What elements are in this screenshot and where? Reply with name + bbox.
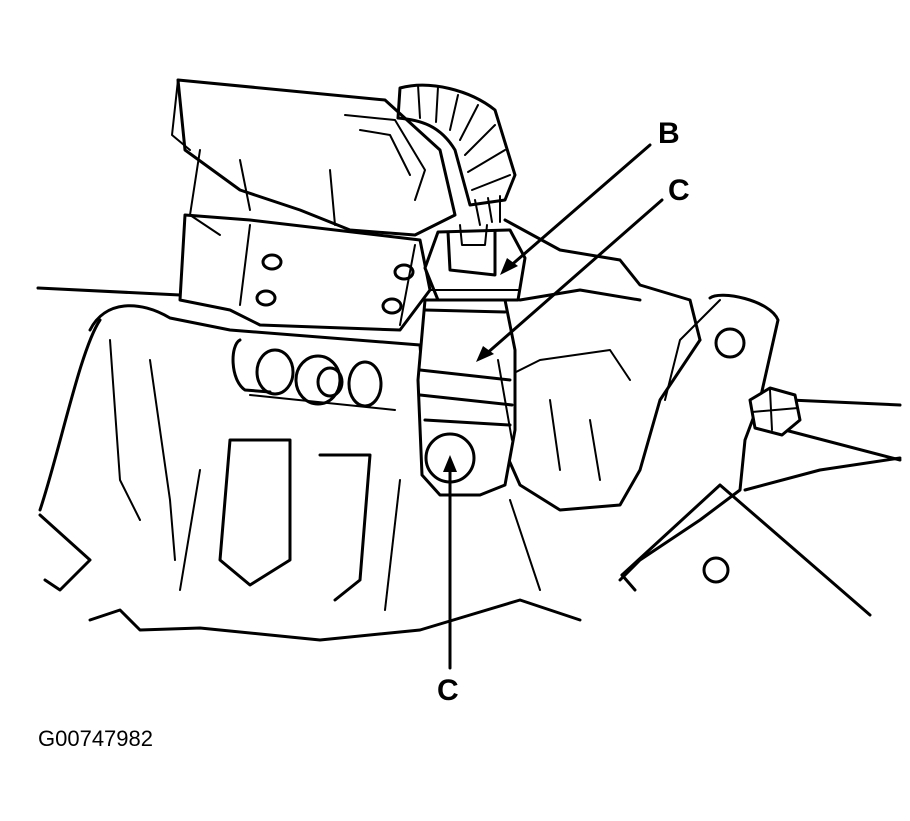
arrow-c-upper (476, 346, 494, 362)
arrow-c-lower (443, 455, 457, 472)
arrow-b (500, 258, 518, 275)
callout-label-b: B (658, 117, 680, 150)
figure-id: G00747982 (38, 726, 153, 751)
callout-label-c-upper: C (668, 174, 690, 207)
wiring-harness (396, 83, 517, 226)
callout-label-c-lower: C (437, 674, 459, 707)
upper-bracket (171, 78, 457, 237)
right-mount-bracket (618, 293, 902, 617)
leader-c-upper (483, 198, 664, 357)
transmission-housing (36, 213, 702, 642)
leader-b (506, 143, 652, 270)
callout-leaders (443, 143, 664, 670)
